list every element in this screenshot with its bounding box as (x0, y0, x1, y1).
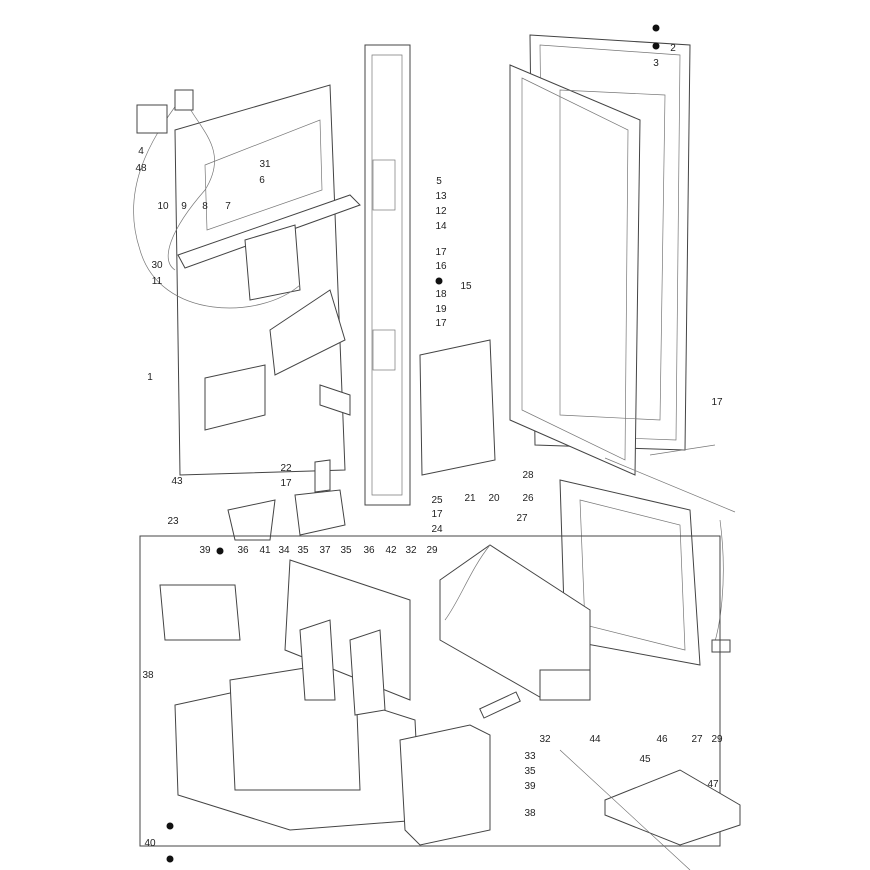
callout-label: 18 (435, 289, 447, 300)
tray (604, 769, 741, 846)
callout-label: 10 (157, 201, 169, 212)
callout-label: 27 (691, 734, 703, 745)
callout-label: 37 (319, 545, 331, 556)
callout-label: 36 (363, 545, 375, 556)
callout-label: 24 (431, 524, 443, 535)
callout-label: 32 (539, 734, 551, 745)
callout-label: 32 (405, 545, 417, 556)
callout-label: 47 (707, 779, 719, 790)
callout-label: 17 (435, 247, 447, 258)
callout-label: 42 (385, 545, 397, 556)
callout-label: 26 (522, 493, 534, 504)
callout-label: 29 (711, 734, 723, 745)
callout-label: 4 (138, 146, 144, 157)
cover-plate (419, 339, 496, 476)
marker-dot (435, 277, 443, 285)
callout-label: 31 (259, 159, 271, 170)
frame-module (559, 479, 701, 666)
inner-door-frame (509, 64, 641, 476)
callout-label: 35 (524, 766, 536, 777)
callout-label: 7 (225, 201, 231, 212)
callout-label: 6 (259, 175, 265, 186)
callout-label: 25 (431, 495, 443, 506)
callout-label: 22 (280, 463, 292, 474)
callout-label: 34 (278, 545, 290, 556)
callout-label: 13 (435, 191, 447, 202)
callout-label: 35 (297, 545, 309, 556)
lower-frame (139, 535, 721, 847)
side-plate (159, 584, 241, 641)
callout-label: 44 (589, 734, 601, 745)
callout-label: 41 (259, 545, 271, 556)
callout-label: 46 (656, 734, 668, 745)
chute (269, 289, 346, 376)
callout-label: 27 (516, 513, 528, 524)
callout-label: 30 (151, 260, 163, 271)
callout-label: 14 (435, 221, 447, 232)
callout-label: 23 (167, 516, 179, 527)
callout-label: 17 (435, 318, 447, 329)
marker-dot (166, 855, 174, 863)
callout-label: 17 (431, 509, 443, 520)
callout-label: 38 (524, 808, 536, 819)
callout-label: 39 (524, 781, 536, 792)
callout-label: 9 (181, 201, 187, 212)
callout-label: 12 (435, 206, 447, 217)
callout-label: 20 (488, 493, 500, 504)
callout-label: 33 (524, 751, 536, 762)
callout-label: 36 (237, 545, 249, 556)
callout-label: 1 (147, 372, 153, 383)
callout-label: 8 (202, 201, 208, 212)
marker-dot (652, 42, 660, 50)
end-cover (399, 724, 491, 846)
callout-label: 39 (199, 545, 211, 556)
callout-label: 3 (653, 58, 659, 69)
callout-label: 17 (280, 478, 292, 489)
callout-label: 29 (426, 545, 438, 556)
marker-dot (652, 24, 660, 32)
callout-label: 40 (144, 838, 156, 849)
callout-label: 5 (436, 176, 442, 187)
callout-label: 48 (135, 163, 147, 174)
marker-dot (166, 822, 174, 830)
callout-label: 2 (670, 43, 676, 54)
callout-label: 17 (711, 397, 723, 408)
marker-dot (216, 547, 224, 555)
callout-label: 35 (340, 545, 352, 556)
callout-label: 21 (464, 493, 476, 504)
bin (227, 499, 276, 541)
circuit-board (244, 224, 301, 301)
callout-label: 11 (151, 276, 163, 287)
callout-label: 28 (522, 470, 534, 481)
callout-label: 38 (142, 670, 154, 681)
callout-label: 45 (639, 754, 651, 765)
bracket-plate (136, 104, 168, 134)
callout-label: 16 (435, 261, 447, 272)
callout-label: 43 (171, 476, 183, 487)
top-shelf (177, 194, 361, 269)
callout-label: 19 (435, 304, 447, 315)
callout-label: 15 (460, 281, 472, 292)
